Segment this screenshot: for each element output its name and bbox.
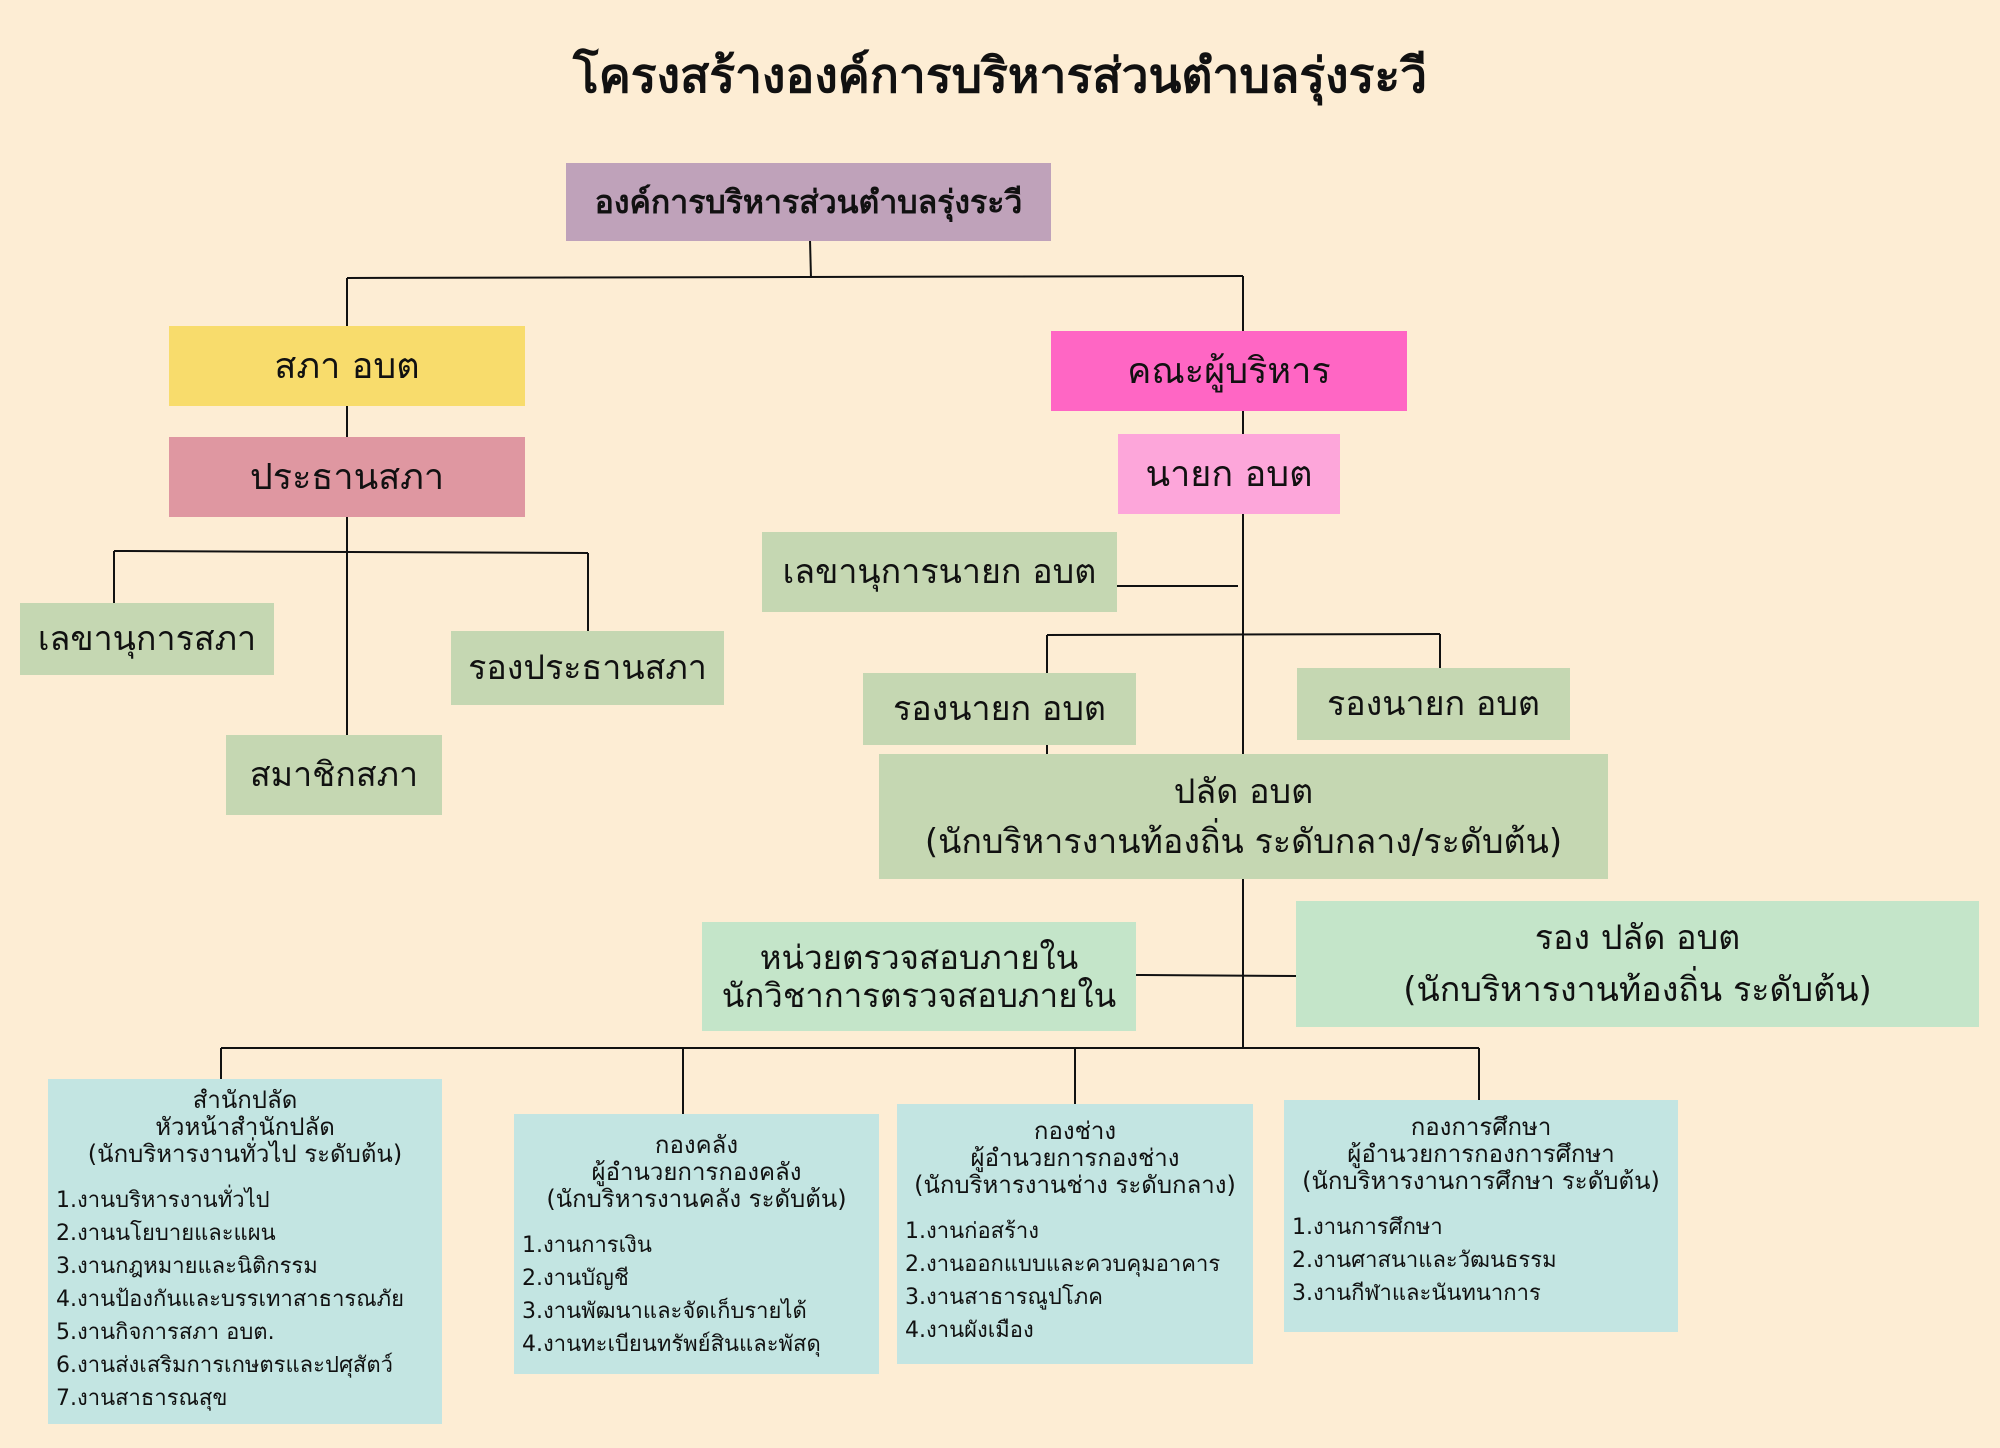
council-secretary-node: เลขานุการสภา <box>20 603 274 675</box>
council-member-label: สมาชิกสภา <box>249 754 419 795</box>
dept-task-list: 1.งานการเงิน 2.งานบัญชี 3.งานพัฒนาและจัด… <box>522 1229 871 1361</box>
dept-level: (นักบริหารงานทั่วไป ระดับต้น) <box>87 1140 403 1168</box>
council-vice-chair-node: รองประธานสภา <box>451 631 724 705</box>
list-item: 2.งานศาสนาและวัฒนธรรม <box>1292 1248 1557 1273</box>
dept-name: กองการศึกษา <box>1410 1113 1552 1141</box>
dept-task-list: 1.งานบริหารงานทั่วไป 2.งานนโยบายและแผน 3… <box>56 1184 434 1415</box>
dept-engineering: กองช่าง ผู้อำนวยการกองช่าง (นักบริหารงาน… <box>897 1104 1253 1364</box>
dept-name: กองช่าง <box>1033 1117 1117 1145</box>
palad-level: (นักบริหารงานท้องถิ่น ระดับกลาง/ระดับต้น… <box>924 821 1563 862</box>
vice-palad-node: รอง ปลัด อบต (นักบริหารงานท้องถิ่น ระดับ… <box>1296 901 1979 1027</box>
dept-head: ผู้อำนวยการกองช่าง <box>970 1144 1180 1172</box>
mayor-secretary-node: เลขานุการนายก อบต <box>762 532 1117 612</box>
dept-task-list: 1.งานการศึกษา 2.งานศาสนาและวัฒนธรรม 3.งา… <box>1292 1211 1670 1310</box>
vice-mayor-1-node: รองนายก อบต <box>863 673 1136 745</box>
connector-audit-vice-palad <box>1135 974 1297 977</box>
dept-finance: กองคลัง ผู้อำนวยการกองคลัง (นักบริหารงาน… <box>514 1114 879 1374</box>
council-vice-chair-label: รองประธานสภา <box>468 647 707 688</box>
mayor-node: นายก อบต <box>1118 434 1340 514</box>
dept-name: สำนักปลัด <box>192 1086 298 1114</box>
list-item: 2.งานออกแบบและควบคุมอาคาร <box>905 1252 1221 1277</box>
dept-level: (นักบริหารงานคลัง ระดับต้น) <box>546 1185 847 1213</box>
council-chair-node: ประธานสภา <box>169 437 525 517</box>
list-item: 6.งานส่งเสริมการเกษตรและปศุสัตว์ <box>56 1353 393 1378</box>
mayor-secretary-label: เลขานุการนายก อบต <box>782 551 1097 592</box>
list-item: 4.งานทะเบียนทรัพย์สินและพัสดุ <box>522 1332 821 1357</box>
connector-top-bar <box>346 275 1244 279</box>
council-secretary-label: เลขานุการสภา <box>37 618 257 659</box>
council-node: สภา อบต <box>169 326 525 406</box>
council-label: สภา อบต <box>274 345 420 387</box>
audit-node: หน่วยตรวจสอบภายใน นักวิชาการตรวจสอบภายใน <box>702 922 1136 1031</box>
list-item: 3.งานกีฬาและนันทนาการ <box>1292 1281 1541 1306</box>
palad-title: ปลัด อบต <box>1173 771 1314 812</box>
list-item: 3.งานกฎหมายและนิติกรรม <box>56 1254 318 1279</box>
list-item: 2.งานนโยบายและแผน <box>56 1221 276 1246</box>
list-item: 2.งานบัญชี <box>522 1266 629 1291</box>
list-item: 1.งานบริหารงานทั่วไป <box>56 1188 270 1213</box>
council-chair-label: ประธานสภา <box>249 456 445 498</box>
dept-name: กองคลัง <box>654 1131 739 1159</box>
council-member-node: สมาชิกสภา <box>226 735 442 815</box>
dept-head: หัวหน้าสำนักปลัด <box>155 1113 335 1141</box>
audit-subtitle: นักวิชาการตรวจสอบภายใน <box>721 975 1117 1015</box>
dept-task-list: 1.งานก่อสร้าง 2.งานออกแบบและควบคุมอาคาร … <box>905 1215 1245 1347</box>
dept-education: กองการศึกษา ผู้อำนวยการกองการศึกษา (นักบ… <box>1284 1100 1678 1332</box>
vice-palad-level: (นักบริหารงานท้องถิ่น ระดับต้น) <box>1403 970 1872 1010</box>
connector-root <box>809 239 812 279</box>
dept-level: (นักบริหารงานช่าง ระดับกลาง) <box>914 1171 1236 1199</box>
root-node: องค์การบริหารส่วนตำบลรุ่งระวี <box>566 163 1051 241</box>
palad-node: ปลัด อบต (นักบริหารงานท้องถิ่น ระดับกลาง… <box>879 754 1608 879</box>
list-item: 5.งานกิจการสภา อบต. <box>56 1320 275 1345</box>
list-item: 1.งานการเงิน <box>522 1233 652 1258</box>
dept-head: ผู้อำนวยการกองคลัง <box>591 1158 802 1186</box>
dept-level: (นักบริหารงานการศึกษา ระดับต้น) <box>1302 1167 1660 1195</box>
vice-palad-title: รอง ปลัด อบต <box>1534 918 1741 958</box>
executive-label: คณะผู้บริหาร <box>1127 350 1331 392</box>
list-item: 7.งานสาธารณสุข <box>56 1386 228 1411</box>
vice-mayor-2-node: รองนายก อบต <box>1297 668 1570 740</box>
list-item: 1.งานก่อสร้าง <box>905 1219 1039 1244</box>
vice-mayor-1-label: รองนายก อบต <box>892 688 1106 729</box>
vice-mayor-2-label: รองนายก อบต <box>1326 683 1540 724</box>
executive-node: คณะผู้บริหาร <box>1051 331 1407 411</box>
connector-vice-mayor-bar <box>1046 633 1441 636</box>
audit-title: หน่วยตรวจสอบภายใน <box>759 937 1079 977</box>
connector-council-bar <box>113 550 589 554</box>
root-node-label: องค์การบริหารส่วนตำบลรุ่งระวี <box>594 183 1023 221</box>
dept-head: ผู้อำนวยการกองการศึกษา <box>1347 1140 1615 1168</box>
list-item: 3.งานพัฒนาและจัดเก็บรายได้ <box>522 1299 807 1324</box>
page-title: โครงสร้างองค์การบริหารส่วนตำบลรุ่งระวี <box>572 48 1428 104</box>
dept-office-palad: สำนักปลัด หัวหน้าสำนักปลัด (นักบริหารงาน… <box>48 1079 442 1424</box>
list-item: 4.งานผังเมือง <box>905 1318 1034 1343</box>
list-item: 4.งานป้องกันและบรรเทาสาธารณภัย <box>56 1287 405 1312</box>
mayor-label: นายก อบต <box>1145 453 1313 495</box>
list-item: 3.งานสาธารณูปโภค <box>905 1285 1103 1310</box>
list-item: 1.งานการศึกษา <box>1292 1215 1443 1240</box>
